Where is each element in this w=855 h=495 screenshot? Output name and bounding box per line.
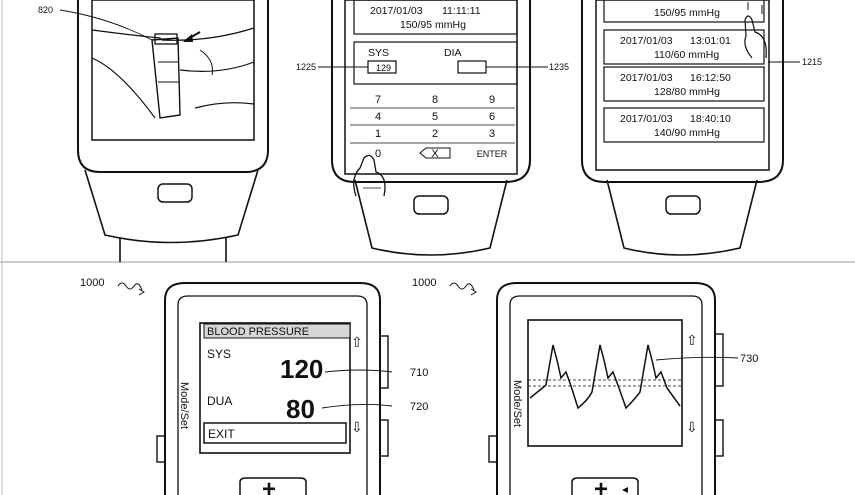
watch-3: 150/95 mmHg 2017/01/03 13:01:01 110/60 mmHg…: [581, 0, 822, 256]
w2-reading: 150/95 mmHg: [400, 19, 466, 31]
ref-820: 820: [38, 5, 53, 15]
key-3[interactable]: 3: [489, 128, 495, 140]
key-4[interactable]: 4: [375, 111, 381, 123]
bp-sys-value: 120: [280, 354, 323, 384]
ref-720: 720: [410, 401, 428, 413]
record-date: 2017/01/03: [620, 35, 673, 47]
down-arrow-icon[interactable]: ⇩: [351, 419, 363, 435]
mode-set-label: Mode/Set: [178, 382, 190, 429]
backspace-icon: [419, 147, 451, 159]
waveform-screen: [527, 319, 683, 447]
ref-1235: 1235: [549, 62, 569, 72]
record-time: 16:12:50: [690, 72, 731, 84]
up-arrow-icon[interactable]: ⇧: [351, 334, 363, 350]
bp-sys-label: SYS: [207, 347, 231, 361]
bp-dua-label: DUA: [207, 394, 232, 408]
bp-dua-value: 80: [286, 394, 315, 424]
record-item[interactable]: [603, 29, 765, 65]
w2-dia-field[interactable]: [457, 60, 487, 74]
record-value: 128/80 mmHg: [654, 86, 720, 98]
record-list: 150/95 mmHg 2017/01/03 13:01:01 110/60 mmHg…: [603, 0, 765, 143]
exit-button[interactable]: [203, 422, 347, 444]
ref-1215: 1215: [802, 57, 822, 67]
record-date: 2017/01/03: [620, 113, 673, 125]
down-arrow-icon-2[interactable]: ⇩: [686, 419, 698, 435]
w2-date: 2017/01/03: [370, 5, 423, 17]
w2-dia-label: DIA: [444, 47, 462, 59]
ref-1000-right: 1000: [412, 277, 436, 289]
record-item[interactable]: [603, 66, 765, 102]
mode-set-label-2: Mode/Set: [511, 380, 523, 427]
w2-time: 11:11:11: [442, 5, 481, 17]
key-2[interactable]: 2: [432, 128, 438, 140]
record-date: 2017/01/03: [620, 72, 673, 84]
key-enter[interactable]: ENTER: [477, 149, 508, 159]
ref-1225: 1225: [296, 62, 316, 72]
record-value: 140/90 mmHg: [654, 127, 720, 139]
ref-730: 730: [740, 353, 758, 365]
record-item[interactable]: [603, 0, 765, 23]
plus-icon-2[interactable]: +: [594, 476, 608, 495]
watch-2: 2017/01/03 11:11:11 150/95 mmHg SYS DIA …: [296, 0, 569, 256]
record-value: 110/60 mmHg: [654, 49, 719, 61]
key-0[interactable]: 0: [375, 148, 381, 160]
bp-screen: [199, 322, 351, 454]
keypad: 7 8 9 4 5 6 1 2 3 0 X ENTER: [350, 94, 515, 160]
key-7[interactable]: 7: [375, 94, 381, 106]
w2-sys-value: 129: [376, 63, 391, 73]
key-8[interactable]: 8: [432, 94, 438, 106]
key-6[interactable]: 6: [489, 111, 495, 123]
record-item[interactable]: [603, 107, 765, 143]
pulse-waveform: [529, 344, 681, 410]
key-1[interactable]: 1: [375, 128, 381, 140]
device-5: 1000 ⇧ ⇩ Mode/Set 730 +: [412, 277, 758, 495]
plus-icon[interactable]: +: [262, 476, 276, 495]
ref-1000-left: 1000: [80, 277, 104, 289]
record-value: 150/95 mmHg: [654, 7, 720, 19]
w2-sys-label: SYS: [368, 47, 389, 59]
key-9[interactable]: 9: [489, 94, 495, 106]
record-time: 13:01:01: [690, 35, 731, 47]
record-time: 18:40:10: [690, 113, 731, 125]
ref-710: 710: [410, 367, 428, 379]
device-4: 1000 BLOOD PRESSURE SYS 120 DUA 80 EXIT …: [80, 277, 428, 495]
exit-label: EXIT: [208, 427, 235, 441]
up-arrow-icon-2[interactable]: ⇧: [686, 332, 698, 348]
key-5[interactable]: 5: [432, 111, 438, 123]
watch-1: 820: [38, 0, 269, 262]
bp-header: BLOOD PRESSURE: [207, 326, 309, 338]
key-backspace[interactable]: X: [431, 148, 439, 160]
